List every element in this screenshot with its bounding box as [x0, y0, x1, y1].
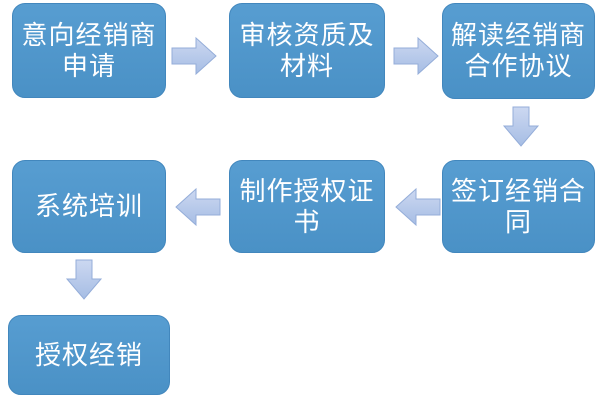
flow-step-3: 解读经销商合作协议 — [442, 3, 595, 99]
flow-step-2: 审核资质及材料 — [229, 3, 385, 98]
flow-step-6: 系统培训 — [12, 160, 166, 253]
arrow-right-icon — [171, 36, 217, 76]
flow-step-4: 签订经销合同 — [442, 160, 595, 253]
flow-step-1: 意向经销商申请 — [12, 3, 166, 98]
flow-step-6-label: 系统培训 — [34, 191, 143, 221]
flow-step-3-label: 解读经销商合作协议 — [451, 20, 587, 81]
flow-step-2-label: 审核资质及材料 — [239, 19, 375, 81]
flow-step-5: 制作授权证书 — [229, 160, 385, 253]
flow-step-7: 授权经销 — [8, 315, 170, 395]
flow-step-5-label: 制作授权证书 — [239, 175, 375, 237]
arrow-left-icon — [395, 187, 441, 227]
arrow-down-icon — [502, 106, 540, 147]
flow-step-7-label: 授权经销 — [34, 339, 143, 370]
flow-step-1-label: 意向经销商申请 — [21, 19, 157, 81]
arrow-left-icon — [175, 187, 221, 227]
arrow-right-icon — [393, 36, 439, 76]
flow-step-4-label: 签订经销合同 — [451, 175, 587, 237]
arrow-down-icon — [65, 259, 103, 300]
